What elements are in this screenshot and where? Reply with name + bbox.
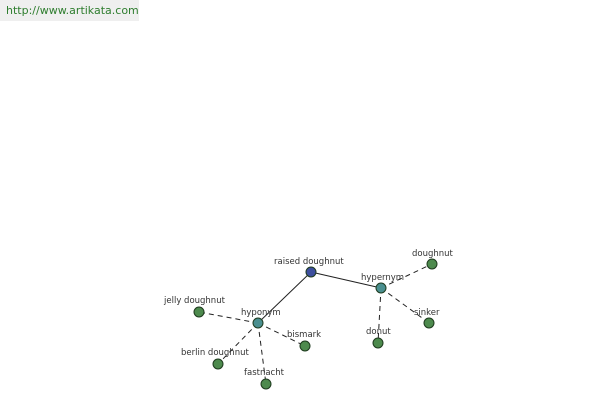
term-node-label-fastnacht: fastnacht — [244, 368, 285, 378]
edge-root-hyponym — [257, 271, 312, 324]
relation-node-label-hyponym: hyponym — [241, 308, 281, 318]
edge-hypernym-sinker — [380, 287, 430, 324]
term-node-label-bismark: bismark — [287, 330, 321, 340]
term-node-berlin-doughnut[interactable] — [212, 358, 224, 370]
term-node-label-doughnut: doughnut — [412, 249, 454, 259]
edge-hyponym-berlin-doughnut — [217, 322, 259, 365]
edge-hyponym-fastnacht — [257, 322, 267, 385]
relation-node-hyponym[interactable] — [252, 317, 264, 329]
term-node-label-donut: donut — [366, 327, 391, 337]
term-node-label-berlin-doughnut: berlin doughnut — [181, 348, 249, 358]
term-node-doughnut[interactable] — [426, 258, 438, 270]
graph-nodes: raised doughnut hyponym jelly doughnut bism… — [163, 249, 454, 390]
term-node-fastnacht[interactable] — [260, 378, 272, 390]
edge-hyponym-jelly-doughnut — [198, 311, 259, 324]
edge-hypernym-donut — [377, 287, 382, 344]
term-node-jelly-doughnut[interactable] — [193, 306, 205, 318]
root-node[interactable] — [305, 266, 317, 278]
graph-edges — [198, 263, 433, 385]
term-node-donut[interactable] — [372, 337, 384, 349]
relation-node-hypernym[interactable] — [375, 282, 387, 294]
term-node-sinker[interactable] — [423, 317, 435, 329]
term-node-label-jelly-doughnut: jelly doughnut — [163, 296, 226, 306]
relation-node-label-hypernym: hypernym — [361, 273, 404, 283]
term-node-label-sinker: sinker — [414, 308, 440, 318]
term-node-bismark[interactable] — [299, 340, 311, 352]
source-link[interactable]: http://www.artikata.com — [6, 4, 139, 17]
edge-hypernym-doughnut — [380, 263, 433, 289]
source-bar: http://www.artikata.com — [0, 0, 139, 21]
root-node-label: raised doughnut — [274, 257, 344, 267]
edge-root-hypernym — [310, 271, 382, 289]
